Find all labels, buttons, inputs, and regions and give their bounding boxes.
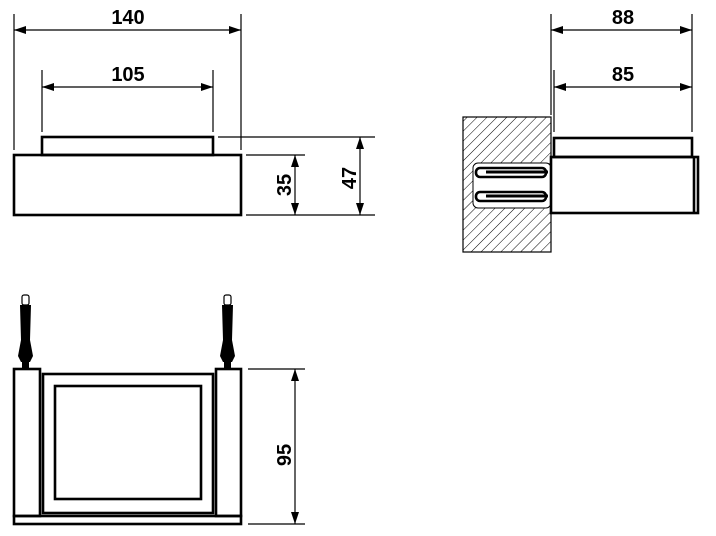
right-mount-outline xyxy=(214,367,243,518)
top-lip-outline xyxy=(40,135,215,157)
dimension-label: 47 xyxy=(339,167,361,189)
left-mount-outline xyxy=(12,367,42,518)
dimension-105: 105 xyxy=(41,64,214,132)
top-view: 95 xyxy=(12,294,305,526)
wall-anchor-icon xyxy=(474,166,548,203)
dimension-35: 35 xyxy=(246,154,375,216)
top-lip-outline xyxy=(552,136,694,159)
side-view: 88 85 xyxy=(462,7,700,253)
wall-anchor-icon xyxy=(220,294,235,369)
dimension-label: 95 xyxy=(274,444,296,466)
dimension-88: 88 xyxy=(550,7,693,132)
body-outline xyxy=(12,153,243,217)
dimension-95: 95 xyxy=(248,368,305,525)
dish-outer-outline xyxy=(41,372,215,515)
dimension-label: 88 xyxy=(612,7,634,29)
body-outline xyxy=(549,155,700,215)
dish-inner-outline xyxy=(53,384,203,501)
dimension-47: 47 xyxy=(218,136,375,215)
wall-anchor-icon xyxy=(18,294,33,369)
dimension-label: 140 xyxy=(111,7,144,29)
base-plate-outline xyxy=(12,514,243,526)
dimension-85: 85 xyxy=(553,64,692,132)
dimension-label: 35 xyxy=(274,174,296,196)
dimension-label: 105 xyxy=(111,64,144,86)
dimension-140: 140 xyxy=(13,7,242,150)
dimension-label: 85 xyxy=(612,64,634,86)
front-view: 140 105 35 47 xyxy=(12,7,375,217)
